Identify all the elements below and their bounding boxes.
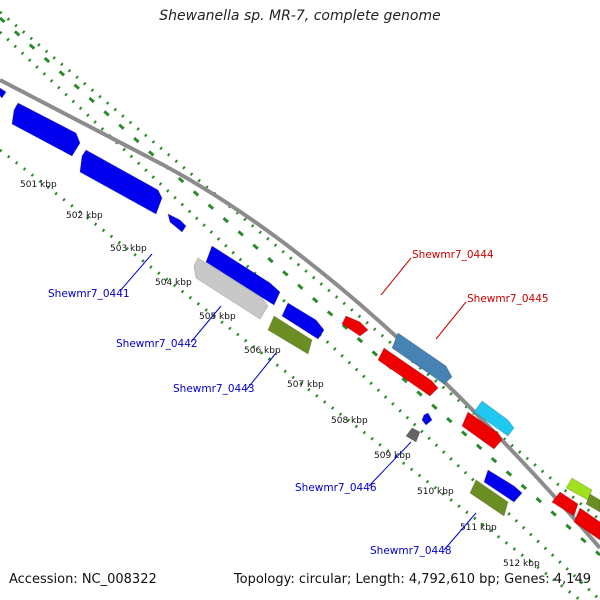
scale-tick-label: 506 kbp <box>244 346 281 356</box>
label-connector-line <box>435 301 467 340</box>
scale-tick-label: 511 kbp <box>460 523 497 533</box>
gene-feature <box>461 411 503 450</box>
gene-label: Shewmr7_0441 <box>48 288 130 300</box>
scale-tick-label: 510 kbp <box>417 487 454 497</box>
gene-feature <box>469 479 509 517</box>
gene-feature <box>79 149 163 215</box>
scale-tick-label: 512 kbp <box>503 559 540 569</box>
label-connector-line <box>246 352 277 390</box>
gene-label: Shewmr7_0442 <box>116 338 198 350</box>
gene-feature <box>205 245 281 306</box>
accession-text: Accession: NC_008322 <box>9 572 157 587</box>
scale-tick-label: 508 kbp <box>331 416 368 426</box>
gene-feature <box>405 427 421 443</box>
gene-feature <box>421 412 433 426</box>
label-connector-line <box>443 512 477 551</box>
gene-feature <box>11 102 81 157</box>
gene-feature <box>281 302 325 340</box>
gene-feature <box>391 332 453 385</box>
gene-feature <box>483 469 523 503</box>
page-title: Shewanella sp. MR-7, complete genome <box>159 8 441 24</box>
dotted-tracks <box>0 10 600 600</box>
dotted-track <box>0 10 600 522</box>
gene-label: Shewmr7_0444 <box>412 249 494 261</box>
labels: Shewmr7_0441Shewmr7_0442Shewmr7_0443Shew… <box>48 249 549 557</box>
gene-feature <box>585 493 600 513</box>
label-connector-line <box>380 257 412 296</box>
gene-feature <box>377 347 439 397</box>
gene-feature <box>267 315 313 355</box>
dotted-track <box>0 16 600 557</box>
label-connector-line <box>368 441 412 487</box>
genome-summary: Topology: circular; Length: 4,792,610 bp… <box>233 572 591 587</box>
gene-feature <box>0 87 7 99</box>
scale-ticks: 501 kbp 502 kbp 503 kbp 504 kbp 505 kbp 506 k… <box>20 180 540 569</box>
gene-feature <box>551 491 579 517</box>
scale-tick-label: 504 kbp <box>155 278 192 288</box>
dotted-track <box>0 148 581 600</box>
gene-feature <box>167 213 187 233</box>
gene-label: Shewmr7_0443 <box>173 383 255 395</box>
gene-feature <box>473 400 515 437</box>
scale-tick-label: 509 kbp <box>374 451 411 461</box>
gene-feature <box>565 477 593 501</box>
gene-feature <box>193 257 269 320</box>
label-connector-line <box>190 305 222 343</box>
label-connectors <box>119 253 477 551</box>
gene-feature <box>573 507 600 541</box>
gene-label: Shewmr7_0446 <box>295 482 377 494</box>
scale-tick-label: 505 kbp <box>199 312 236 322</box>
gene-feature <box>341 315 369 337</box>
scale-tick-label: 501 kbp <box>20 180 57 190</box>
scale-tick-label: 503 kbp <box>110 244 147 254</box>
genome-backbone <box>0 78 600 550</box>
scale-tick-label: 507 kbp <box>287 380 324 390</box>
label-connector-line <box>119 253 153 292</box>
gene-label: Shewmr7_0448 <box>370 545 452 557</box>
gene-features <box>0 87 600 541</box>
gene-label: Shewmr7_0445 <box>467 293 549 305</box>
scale-tick-label: 502 kbp <box>66 211 103 221</box>
